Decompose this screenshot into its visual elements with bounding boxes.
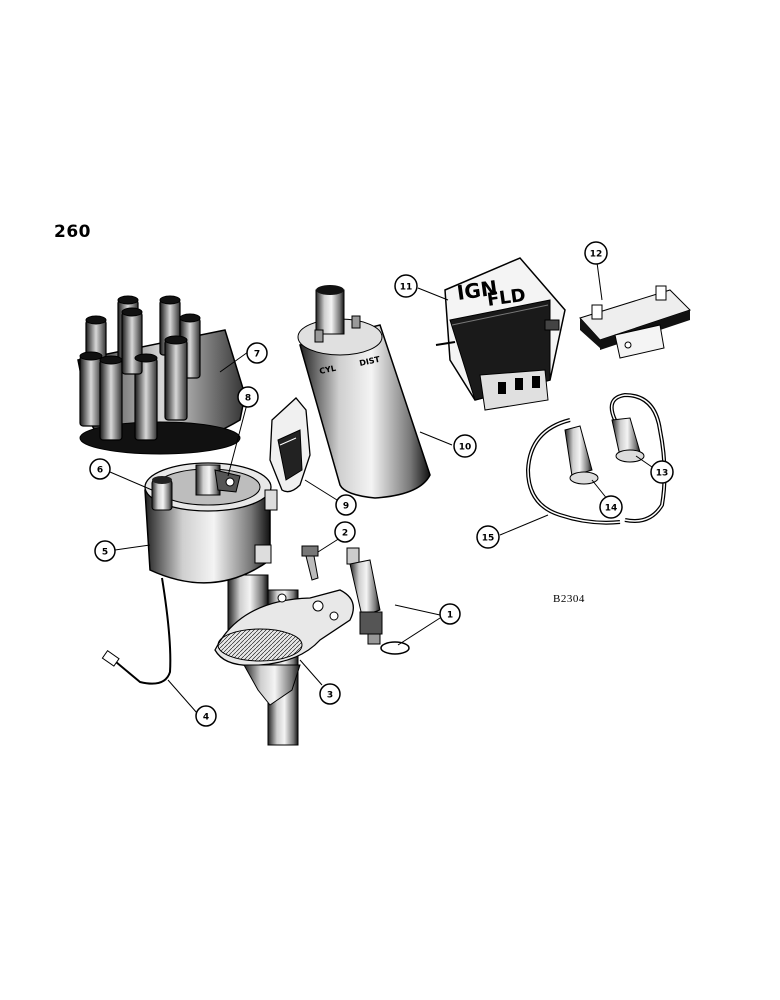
- callout-7: 7: [246, 342, 268, 364]
- spark-plug-wire: [525, 392, 667, 525]
- callout-2: 2: [334, 521, 356, 543]
- svg-text:12: 12: [590, 250, 603, 260]
- svg-text:7: 7: [254, 350, 260, 360]
- callout-10: 10: [453, 434, 477, 458]
- callout-1: 1: [439, 603, 461, 625]
- svg-text:6: 6: [97, 466, 103, 476]
- svg-text:11: 11: [400, 283, 413, 293]
- screw: [301, 545, 319, 581]
- regulator-ign-label: IGN: [455, 276, 499, 305]
- svg-text:13: 13: [656, 469, 669, 479]
- svg-text:4: 4: [203, 713, 209, 723]
- svg-text:10: 10: [459, 443, 472, 453]
- callout-13: 13: [650, 460, 674, 484]
- condenser: [269, 397, 311, 493]
- callouts: [109, 254, 653, 714]
- svg-text:15: 15: [482, 534, 495, 544]
- distributor-cap: [77, 295, 246, 455]
- plate-reference: B2304: [553, 593, 585, 605]
- callout-8: 8: [237, 386, 259, 408]
- coil-marking-right: DIST: [359, 355, 382, 368]
- page-number: 260: [54, 222, 91, 242]
- callout-15: 15: [476, 525, 500, 549]
- svg-text:2: 2: [342, 529, 348, 539]
- svg-text:1: 1: [447, 611, 453, 621]
- callout-4: 4: [195, 705, 217, 727]
- callout-5: 5: [94, 540, 116, 562]
- svg-text:8: 8: [245, 394, 251, 404]
- callout-6: 6: [89, 458, 111, 480]
- distributor-assembly: [101, 462, 354, 746]
- spark-plug: [346, 547, 410, 655]
- svg-text:9: 9: [343, 502, 349, 512]
- callout-11: 11: [394, 274, 418, 298]
- svg-text:3: 3: [327, 691, 333, 701]
- coil-marking-left: CYL: [319, 364, 337, 376]
- svg-text:14: 14: [605, 504, 618, 514]
- callout-9: 9: [335, 494, 357, 516]
- callout-14: 14: [599, 495, 623, 519]
- voltage-regulator: IGN FLD: [435, 257, 566, 411]
- ignition-coil: CYL DIST: [297, 285, 431, 499]
- callout-12: 12: [584, 241, 608, 265]
- svg-text:5: 5: [102, 548, 108, 558]
- resistor-block: [579, 285, 691, 359]
- callout-3: 3: [319, 683, 341, 705]
- callout-badges: 1 2 3 4 5 6 7 8 9 10 11 12 13 14 15: [89, 241, 674, 727]
